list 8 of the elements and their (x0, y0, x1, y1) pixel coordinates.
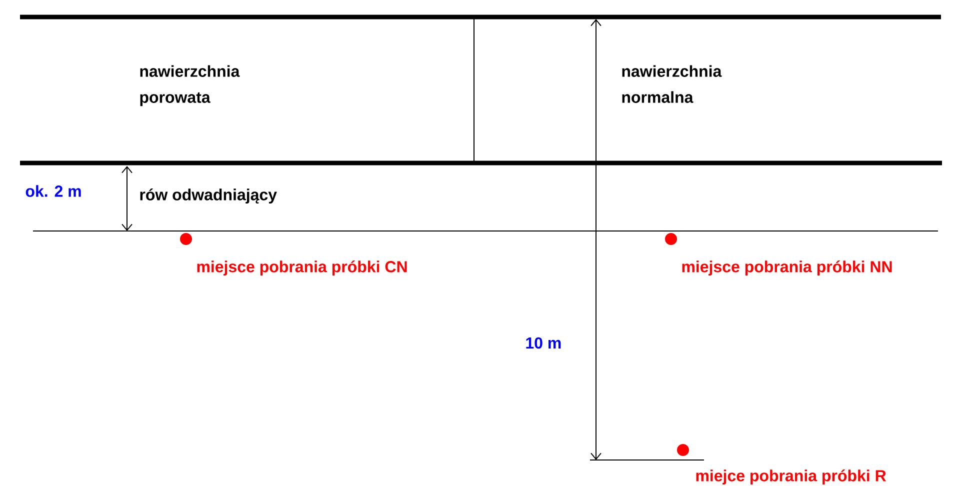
sample-label: miejce pobrania próbki R (696, 469, 886, 485)
surface-label: nawierzchnia normalna (622, 65, 722, 103)
surface-label: nawierzchnia porowata (140, 65, 240, 106)
dimension-label: 10 m (526, 337, 561, 349)
ditch-label: rów odwadniający (140, 188, 277, 204)
dimension-label: ok. 2 m (26, 185, 81, 197)
sample-label: miejsce pobrania próbki NN (682, 260, 892, 276)
sample-label: miejsce pobrania próbki CN (197, 260, 407, 276)
